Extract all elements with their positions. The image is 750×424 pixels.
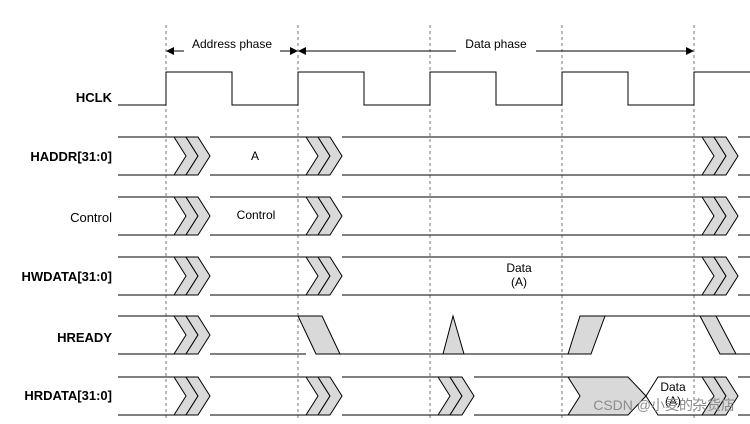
control-waveform: Control bbox=[118, 196, 750, 236]
signal-label-hwdata: HWDATA[31:0] bbox=[21, 269, 112, 284]
hrdata-waveform: Data (A) bbox=[118, 376, 750, 416]
signal-label-hclk: HCLK bbox=[76, 90, 113, 105]
address-phase-label: Address phase bbox=[192, 37, 272, 51]
hwdata-waveform: Data (A) bbox=[118, 256, 750, 296]
hready-waveform bbox=[118, 314, 750, 355]
hwdata-value-line1: Data bbox=[506, 261, 532, 275]
haddr-waveform: A bbox=[118, 136, 750, 176]
data-phase-marker: Data phase bbox=[298, 36, 694, 55]
signal-label-hready: HREADY bbox=[57, 330, 112, 345]
hrdata-value-line2: (A) bbox=[665, 394, 681, 408]
data-phase-label: Data phase bbox=[465, 37, 527, 51]
control-value: Control bbox=[237, 208, 276, 222]
signal-label-control: Control bbox=[70, 210, 112, 225]
hclk-waveform bbox=[118, 71, 750, 106]
hwdata-value-line2: (A) bbox=[511, 275, 527, 289]
haddr-value: A bbox=[251, 149, 259, 163]
signal-label-haddr: HADDR[31:0] bbox=[30, 149, 112, 164]
signal-labels: HCLK HADDR[31:0] Control HWDATA[31:0] HR… bbox=[21, 90, 112, 403]
hrdata-value-line1: Data bbox=[660, 380, 686, 394]
address-phase-marker: Address phase bbox=[166, 36, 298, 55]
watermark: CSDN @小麦的杂货店 bbox=[593, 397, 735, 413]
signal-label-hrdata: HRDATA[31:0] bbox=[24, 388, 112, 403]
